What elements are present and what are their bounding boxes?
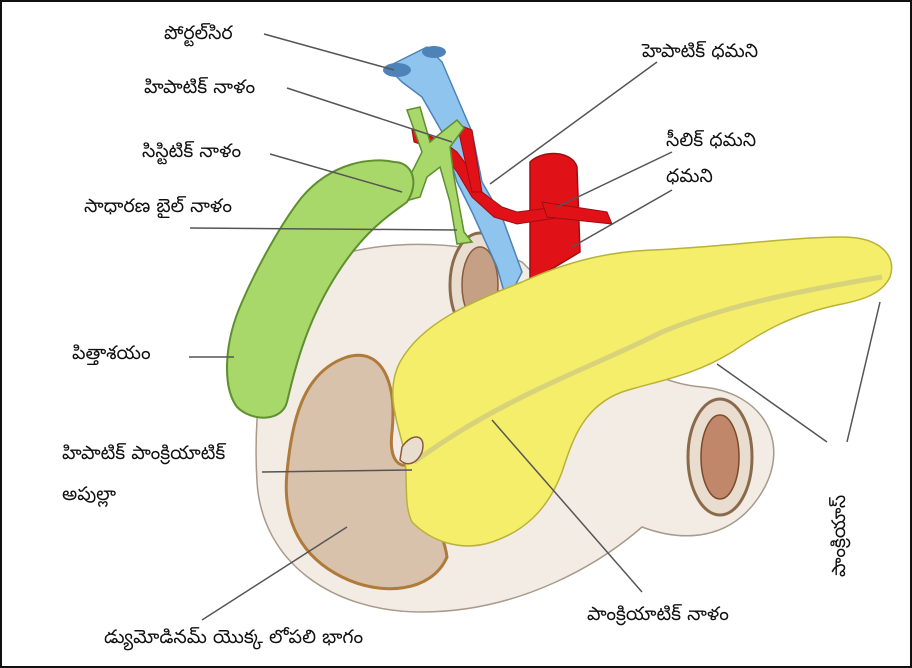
label-ampulla-line1: హిపాటిక్ పాంక్రియాటిక్ bbox=[62, 442, 225, 465]
label-common-bile-duct: సాధారణ బైల్ నాళం bbox=[84, 195, 232, 218]
label-pancreas: పాంక్రియాస్ bbox=[828, 495, 855, 577]
label-cystic-duct: సిస్టిటిక్ నాళం bbox=[142, 140, 241, 163]
leader-common-bile-duct bbox=[190, 228, 457, 230]
label-celiac-artery: సీలిక్ ధమని bbox=[666, 129, 756, 152]
label-hepatic-duct: హిపాటిక్ నాళం bbox=[144, 76, 255, 99]
leader-portal-vein bbox=[264, 34, 394, 70]
label-ampulla-line2: అపుల్లా bbox=[62, 483, 116, 506]
label-duodenum-inner: డ్యుమోడినమ్ యొక్క లోపలి భాగం bbox=[104, 626, 363, 649]
label-portal-vein: పోర్టల్‌సిర bbox=[164, 22, 233, 45]
label-artery: ధమని bbox=[666, 165, 713, 188]
label-gallbladder: పిత్తాశయం bbox=[72, 342, 151, 365]
label-pancreatic-duct: పాంక్రియాటిక్ నాళం bbox=[587, 603, 729, 626]
label-hepatic-artery: హెపాటిక్ ధమని bbox=[642, 40, 758, 63]
duodenum-right-lumen bbox=[701, 415, 739, 499]
portal-vein-opening-right bbox=[422, 46, 446, 58]
leader-pancreas-b bbox=[847, 302, 880, 442]
portal-vein-opening-left bbox=[383, 63, 411, 77]
